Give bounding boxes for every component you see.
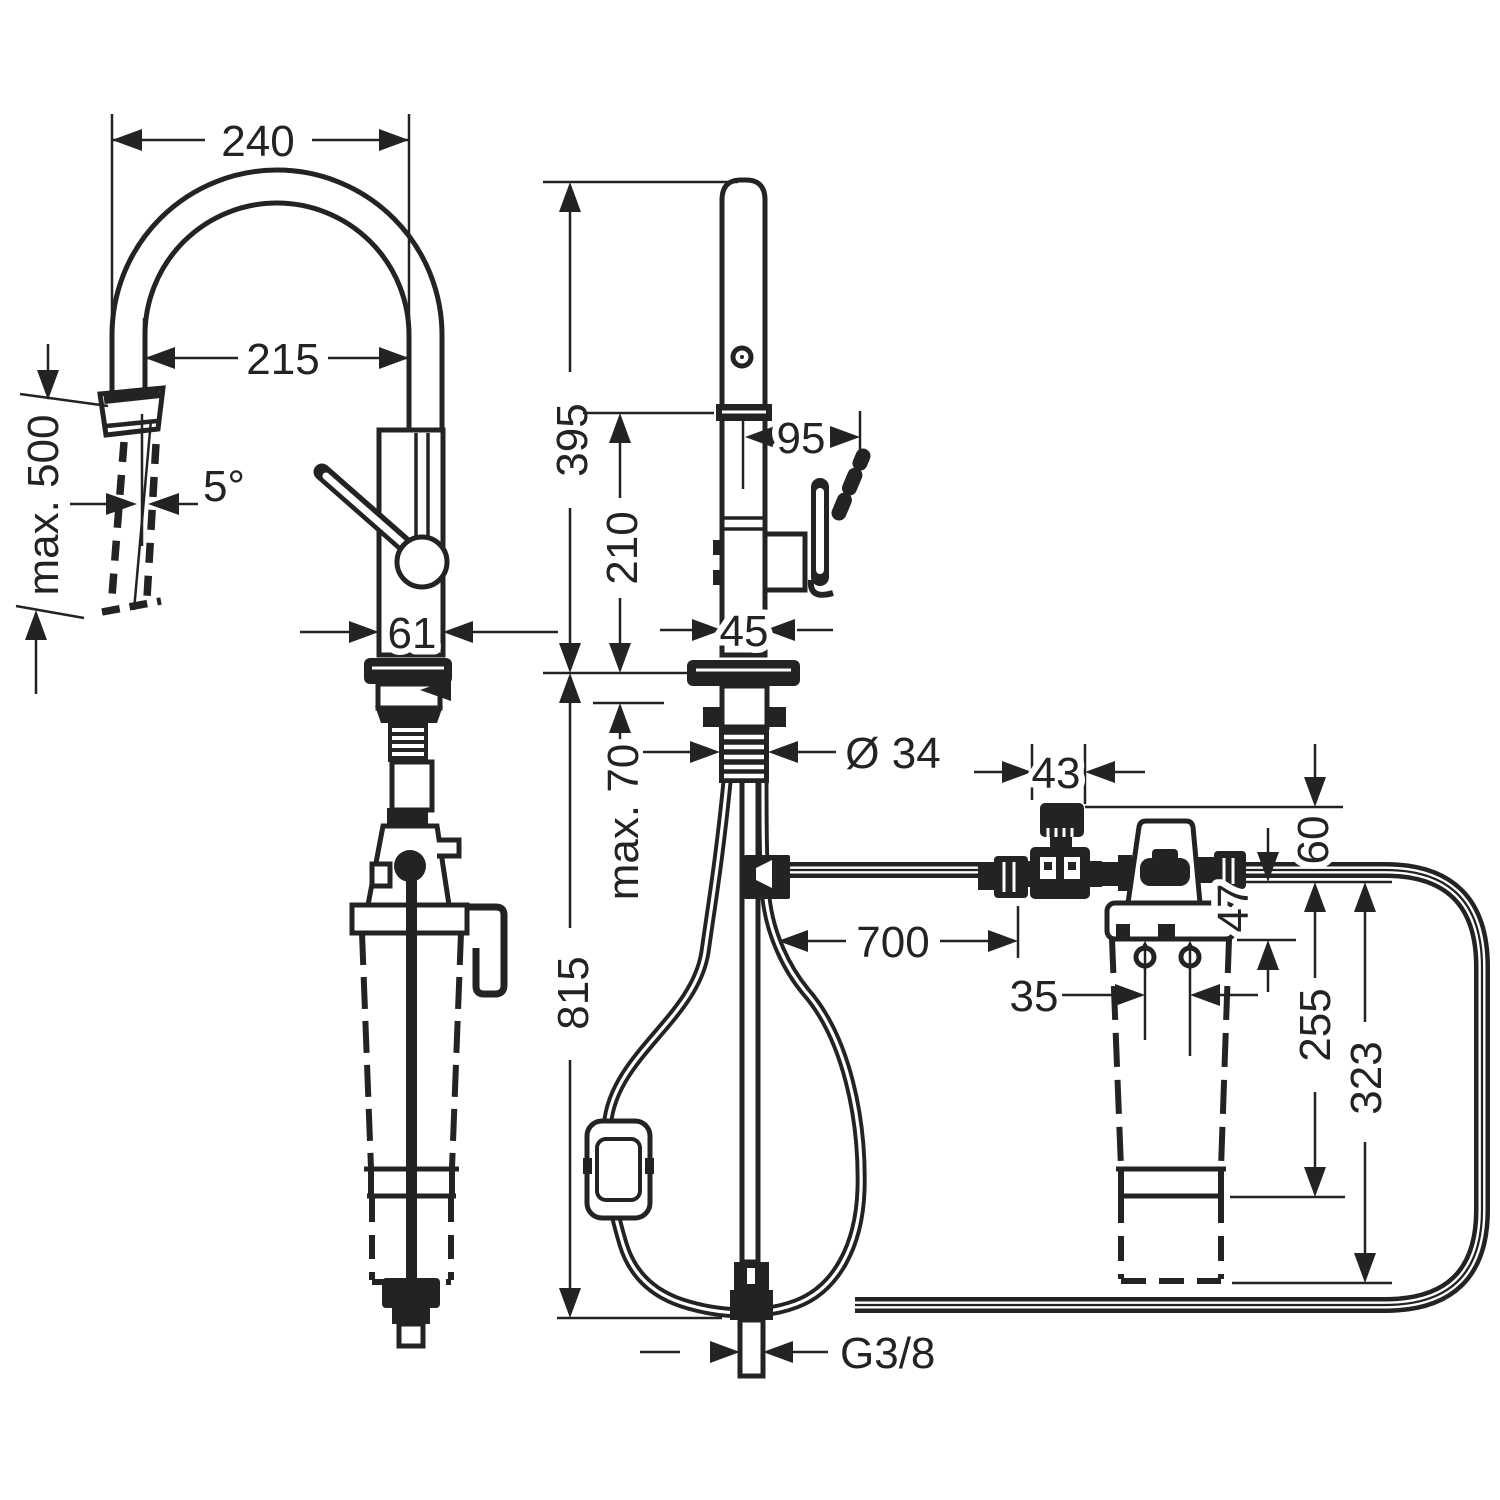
dim-filter-head-height: 47	[1203, 828, 1296, 992]
dim-cartridge-total-height: 323	[1232, 882, 1398, 1285]
lever-swing-dashed	[831, 448, 871, 521]
dim-counter-thickness: max. 70	[543, 671, 688, 907]
dim-supply-thread: G3/8	[640, 1323, 942, 1385]
dim-label-5deg: 5°	[203, 462, 245, 511]
spout-arc	[109, 167, 445, 435]
filter-hose-loop	[786, 862, 1490, 1313]
dim-label-395: 395	[548, 403, 597, 476]
hanging-hook	[467, 903, 508, 998]
supply-pipe	[739, 777, 761, 1265]
dim-port-spacing: 35	[1003, 966, 1258, 1056]
lever-handle-side	[313, 463, 421, 560]
dim-filter-head-offset: 60	[1085, 744, 1392, 912]
dim-under-counter-length: 815	[543, 673, 722, 1320]
dim-base-width-side: 61	[300, 603, 558, 665]
dim-hose-run: 700	[778, 906, 1020, 974]
dim-label-60: 60	[1289, 816, 1338, 865]
dim-label-210: 210	[598, 511, 647, 584]
front-mounting	[687, 660, 800, 783]
spray-head	[97, 385, 166, 438]
dim-base-width-front: 45	[660, 601, 833, 663]
dimensions: 240 215 max. 500 5° 61 395	[13, 111, 1398, 1385]
tee-fitting	[744, 855, 790, 899]
dim-label-max70: max. 70	[599, 744, 648, 901]
dim-label-g38: G3/8	[840, 1329, 935, 1378]
side-supply-rod	[406, 878, 417, 1280]
dim-label-700: 700	[856, 918, 929, 967]
ball-joint	[394, 534, 450, 590]
dim-label-95: 95	[777, 414, 826, 463]
dim-label-215: 215	[246, 335, 319, 384]
side-filter-unit	[349, 823, 508, 1349]
dim-label-35: 35	[1010, 972, 1059, 1021]
filter-head	[1125, 818, 1203, 906]
dim-hole-diameter: Ø 34	[643, 723, 947, 785]
dim-label-o34: Ø 34	[845, 729, 940, 778]
side-view-faucet	[97, 167, 508, 1349]
outlet-band	[716, 404, 772, 421]
dim-valve-width: 43	[974, 743, 1145, 805]
filter-assembly	[978, 803, 1246, 1284]
bracket-pivot	[394, 850, 426, 882]
supply-connector	[730, 1262, 773, 1379]
side-mounting	[364, 658, 452, 826]
dim-label-815: 815	[549, 956, 598, 1029]
hose-weight	[583, 1118, 654, 1221]
dim-label-43: 43	[1032, 749, 1081, 798]
dim-outlet-height: 210	[583, 411, 714, 673]
dim-label-240: 240	[221, 117, 294, 166]
select-button	[730, 345, 754, 369]
cartridge-collar	[1104, 900, 1237, 942]
dim-label-61: 61	[388, 609, 437, 658]
dim-spout-projection: 215	[142, 318, 409, 391]
handle-boss	[762, 531, 808, 593]
dim-spray-angle: 5°	[70, 456, 252, 518]
dim-label-max500: max. 500	[19, 415, 68, 596]
dim-cartridge-body-height: 255	[1230, 912, 1347, 1199]
dim-label-255: 255	[1291, 988, 1340, 1061]
dim-label-47: 47	[1209, 884, 1258, 933]
pull-out-spray-dashed	[101, 414, 162, 616]
dim-handle-projection: 95	[741, 408, 862, 489]
lever-handle-front	[807, 478, 834, 598]
filter-cartridge-body	[1109, 938, 1232, 1284]
dim-label-45: 45	[720, 607, 769, 656]
outlet-connector	[1196, 851, 1246, 889]
dim-hose-pull-out: max. 500	[13, 344, 109, 694]
cartridge-ports	[1133, 941, 1202, 970]
dim-spout-height: 395	[542, 180, 738, 673]
dim-label-323: 323	[1342, 1041, 1391, 1114]
hose-system	[583, 777, 1490, 1379]
pressure-reducer-valve	[1016, 803, 1102, 899]
dim-spout-reach: 240	[110, 111, 411, 338]
front-view-faucet	[687, 177, 871, 783]
